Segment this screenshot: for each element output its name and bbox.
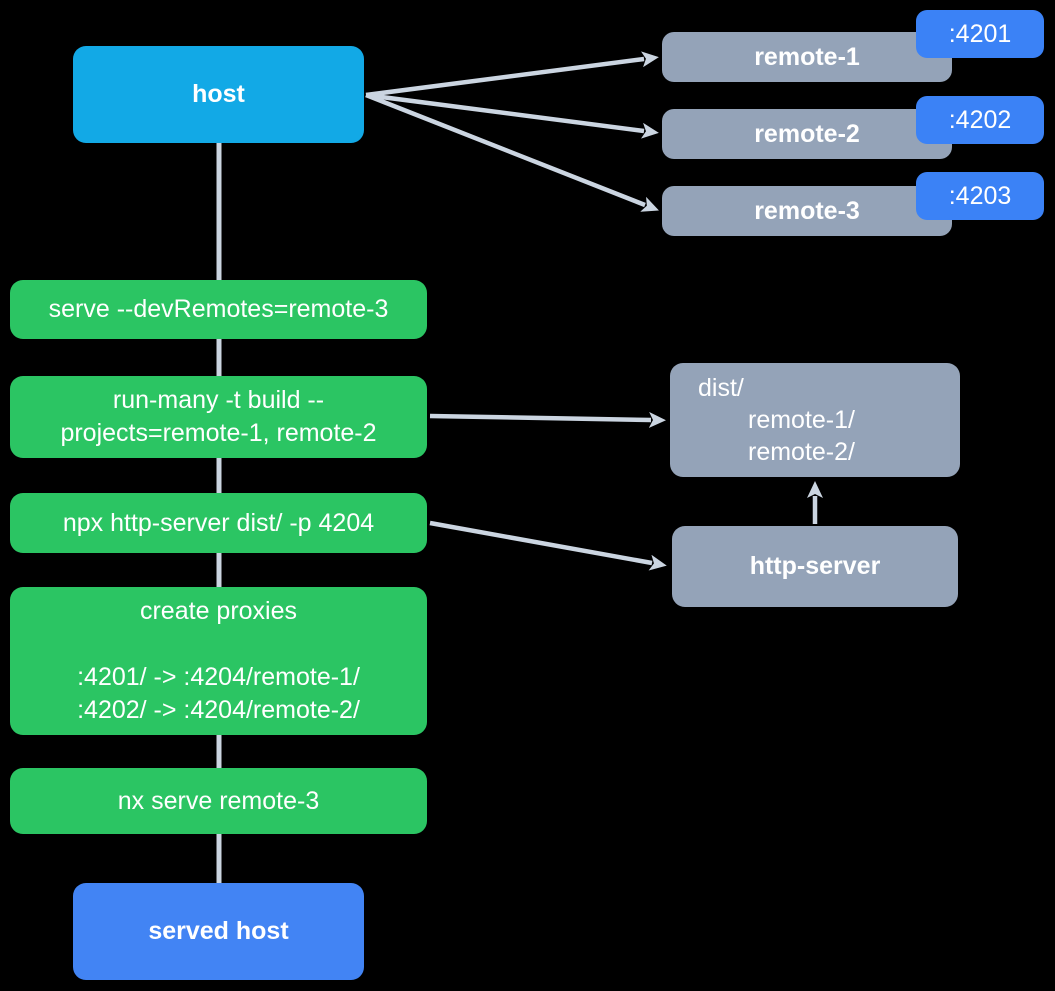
arrow-host-to-remote-2: [365, 92, 659, 139]
remote-3-node: remote-3: [662, 186, 952, 236]
command-serve-devremotes: serve --devRemotes=remote-3: [10, 280, 427, 339]
command-create-proxies: create proxies :4201/ -> :4204/remote-1/…: [10, 587, 427, 735]
arrow-host-to-remote-3: [365, 92, 659, 212]
command-npx-http-server: npx http-server dist/ -p 4204: [10, 493, 427, 553]
dist-folder-remote-2: remote-2/: [748, 438, 855, 466]
command-text: npx http-server dist/ -p 4204: [62, 508, 375, 537]
remote-2-node: remote-2: [662, 109, 952, 159]
remote-1-port-badge: :4201: [916, 10, 1044, 58]
command-text: run-many -t build --: [112, 386, 325, 414]
dist-folder-remote-1: remote-1/: [748, 406, 855, 434]
command-run-many-build: run-many -t build -- projects=remote-1, …: [10, 376, 427, 458]
command-text: projects=remote-1, remote-2: [60, 419, 377, 447]
command-text: :4202/ -> :4204/remote-2/: [77, 696, 360, 724]
dist-folder-root: dist/: [698, 374, 744, 402]
arrow-host-to-remote-1: [365, 51, 659, 98]
http-server-node: http-server: [672, 526, 958, 607]
command-text: nx serve remote-3: [117, 786, 320, 815]
command-nx-serve-remote-3: nx serve remote-3: [10, 768, 427, 834]
command-text: :4201/ -> :4204/remote-1/: [77, 663, 360, 691]
dist-folder-node: dist/ remote-1/ remote-2/: [670, 363, 960, 477]
command-text: create proxies: [139, 597, 298, 625]
arrow-httpserver-cmd-to-httpserver: [429, 520, 667, 571]
arrow-build-to-dist: [429, 411, 666, 428]
remote-3-port-badge: :4203: [916, 172, 1044, 220]
command-text: serve --devRemotes=remote-3: [48, 295, 389, 323]
served-host-node: served host: [73, 883, 364, 980]
remote-1-node: remote-1: [662, 32, 952, 82]
remote-2-port-badge: :4202: [916, 96, 1044, 144]
host-node: host: [73, 46, 364, 143]
